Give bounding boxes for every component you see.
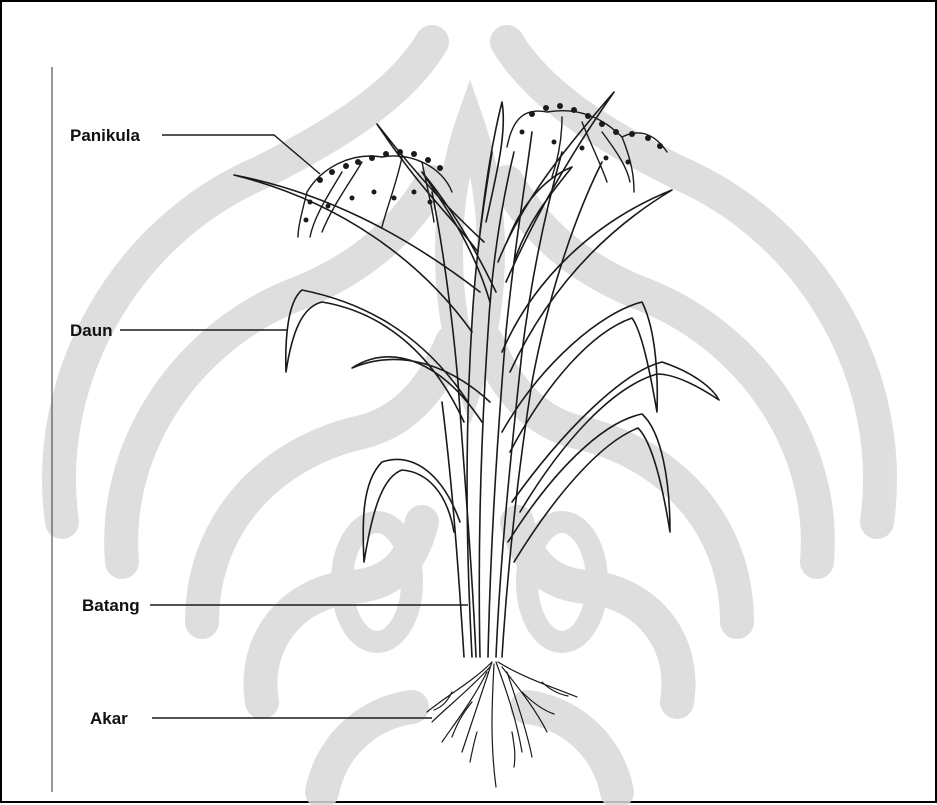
label-akar: Akar xyxy=(90,710,128,727)
university-emblem-watermark xyxy=(59,42,880,792)
label-panikula: Panikula xyxy=(70,127,140,144)
label-batang: Batang xyxy=(82,597,140,614)
label-daun: Daun xyxy=(70,322,113,339)
